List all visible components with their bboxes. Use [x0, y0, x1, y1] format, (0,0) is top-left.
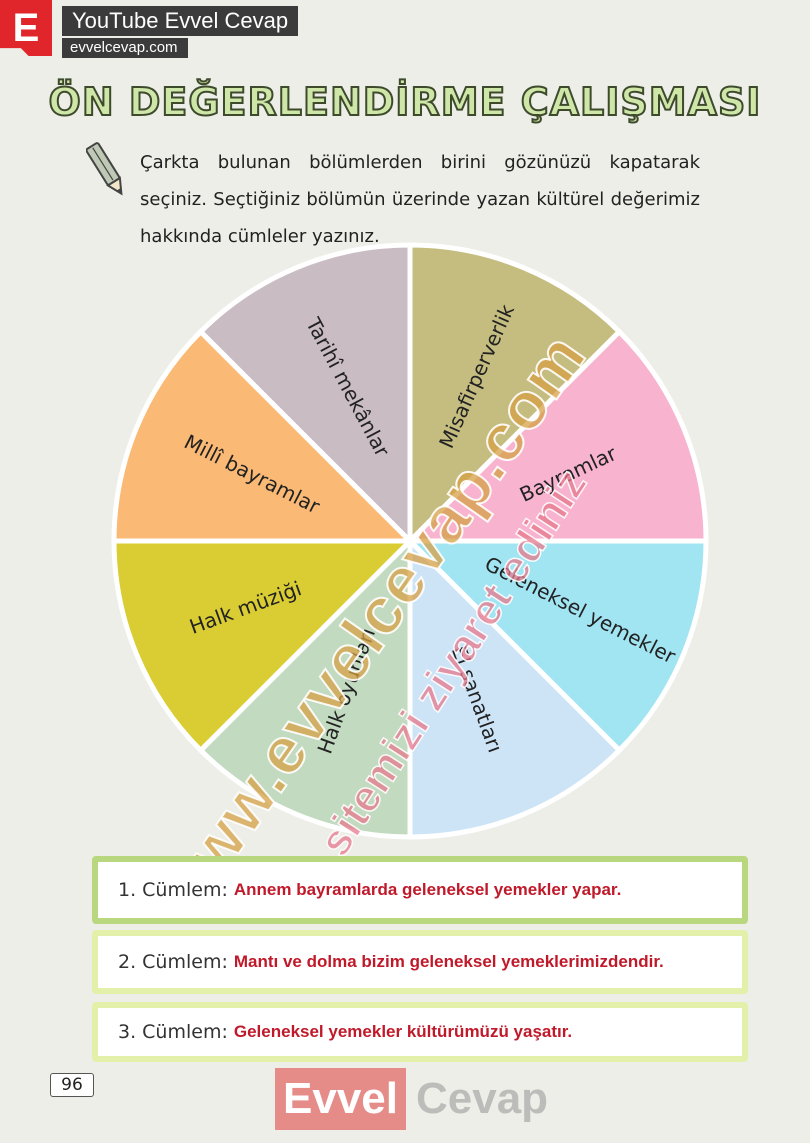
page-title: ÖN DEĞERLENDİRME ÇALIŞMASI	[48, 79, 762, 125]
instruction-text: Çarkta bulunan bölümlerden birini gözünü…	[140, 152, 700, 247]
answer-text: Geleneksel yemekler kültürümüzü yaşatır.	[233, 1022, 573, 1041]
answer-label: 1. Cümlem:	[118, 879, 228, 901]
brand-logo: E	[0, 0, 52, 56]
pencil-icon	[85, 138, 126, 204]
answer-box-2[interactable]: 2. Cümlem: Mantı ve dolma bizim geleneks…	[92, 930, 748, 994]
wheel-segment[interactable]	[197, 242, 413, 548]
wheel-segment[interactable]	[111, 328, 417, 544]
answer-box-1[interactable]: 1. Cümlem: Annem bayramlarda geleneksel …	[92, 856, 748, 924]
wheel-segment[interactable]	[407, 534, 623, 840]
brand-url[interactable]: evvelcevap.com	[62, 38, 188, 58]
wheel-segment[interactable]	[403, 328, 709, 544]
footer-logo: Evvel Cevap	[275, 1068, 548, 1130]
wheel-segment[interactable]	[407, 242, 623, 548]
wheel-segment[interactable]	[197, 534, 413, 840]
answer-text: Mantı ve dolma bizim geleneksel yemekler…	[233, 952, 664, 971]
footer-logo-left: Evvel	[275, 1068, 406, 1130]
footer-logo-right: Cevap	[415, 1074, 549, 1123]
answer-box-3[interactable]: 3. Cümlem: Geleneksel yemekler kültürümü…	[92, 1002, 748, 1062]
brand-channel-name[interactable]: YouTube Evvel Cevap	[62, 6, 299, 36]
page-number: 96	[50, 1073, 94, 1097]
answer-label: 2. Cümlem:	[118, 951, 228, 973]
answer-label: 3. Cümlem:	[118, 1021, 228, 1043]
wheel-segment[interactable]	[111, 538, 417, 754]
answer-text: Annem bayramlarda geleneksel yemekler ya…	[233, 880, 622, 899]
wheel-segment[interactable]	[403, 538, 709, 754]
